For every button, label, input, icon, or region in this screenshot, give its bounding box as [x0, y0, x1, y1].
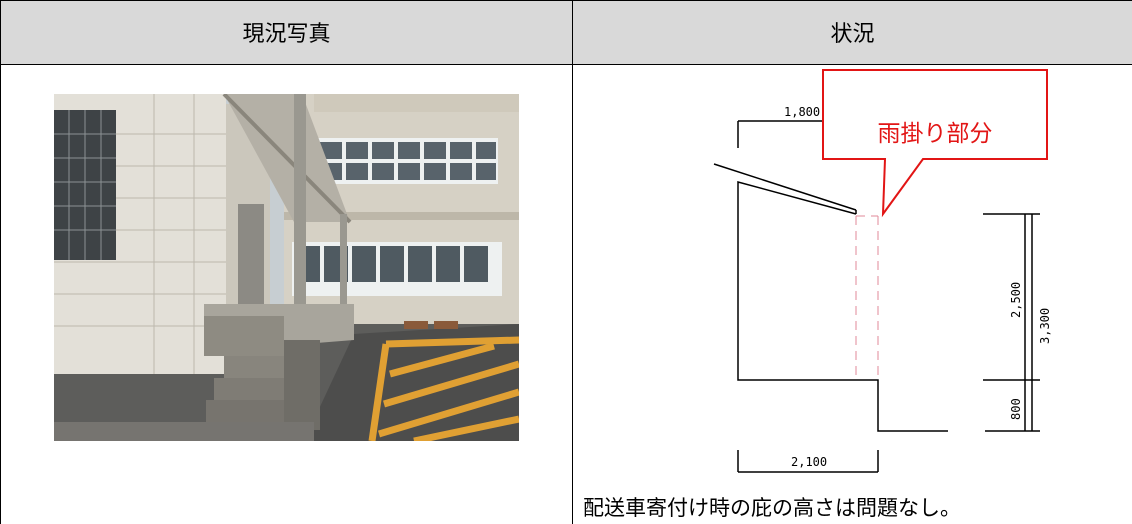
- dim-label-total-height: 3,300: [1038, 308, 1052, 344]
- dim-label-platform-height: 800: [1009, 398, 1023, 420]
- header-status-column: 状況: [573, 0, 1132, 64]
- status-note: 配送車寄付け時の庇の高さは問題なし。: [583, 496, 961, 520]
- callout-label: 雨掛り部分: [877, 121, 993, 147]
- column-divider: [572, 0, 573, 524]
- dim-label-canopy-width: 1,800: [784, 105, 820, 119]
- header-divider: [0, 64, 1132, 65]
- rain-zone-outline: [855, 215, 879, 378]
- building-outline: [737, 181, 948, 432]
- table-border-top: [0, 0, 1132, 1]
- section-diagram: 1,800 2,100 2,500 3,300 800: [713, 69, 1052, 473]
- site-photo: [54, 94, 519, 441]
- canopy-roof-line: [713, 163, 857, 211]
- header-photo-column: 現況写真: [0, 0, 573, 64]
- dim-label-canopy-height: 2,500: [1009, 282, 1023, 318]
- callout-box: [822, 69, 1048, 218]
- table-border-left: [0, 0, 1, 524]
- dim-label-base-width: 2,100: [791, 455, 827, 469]
